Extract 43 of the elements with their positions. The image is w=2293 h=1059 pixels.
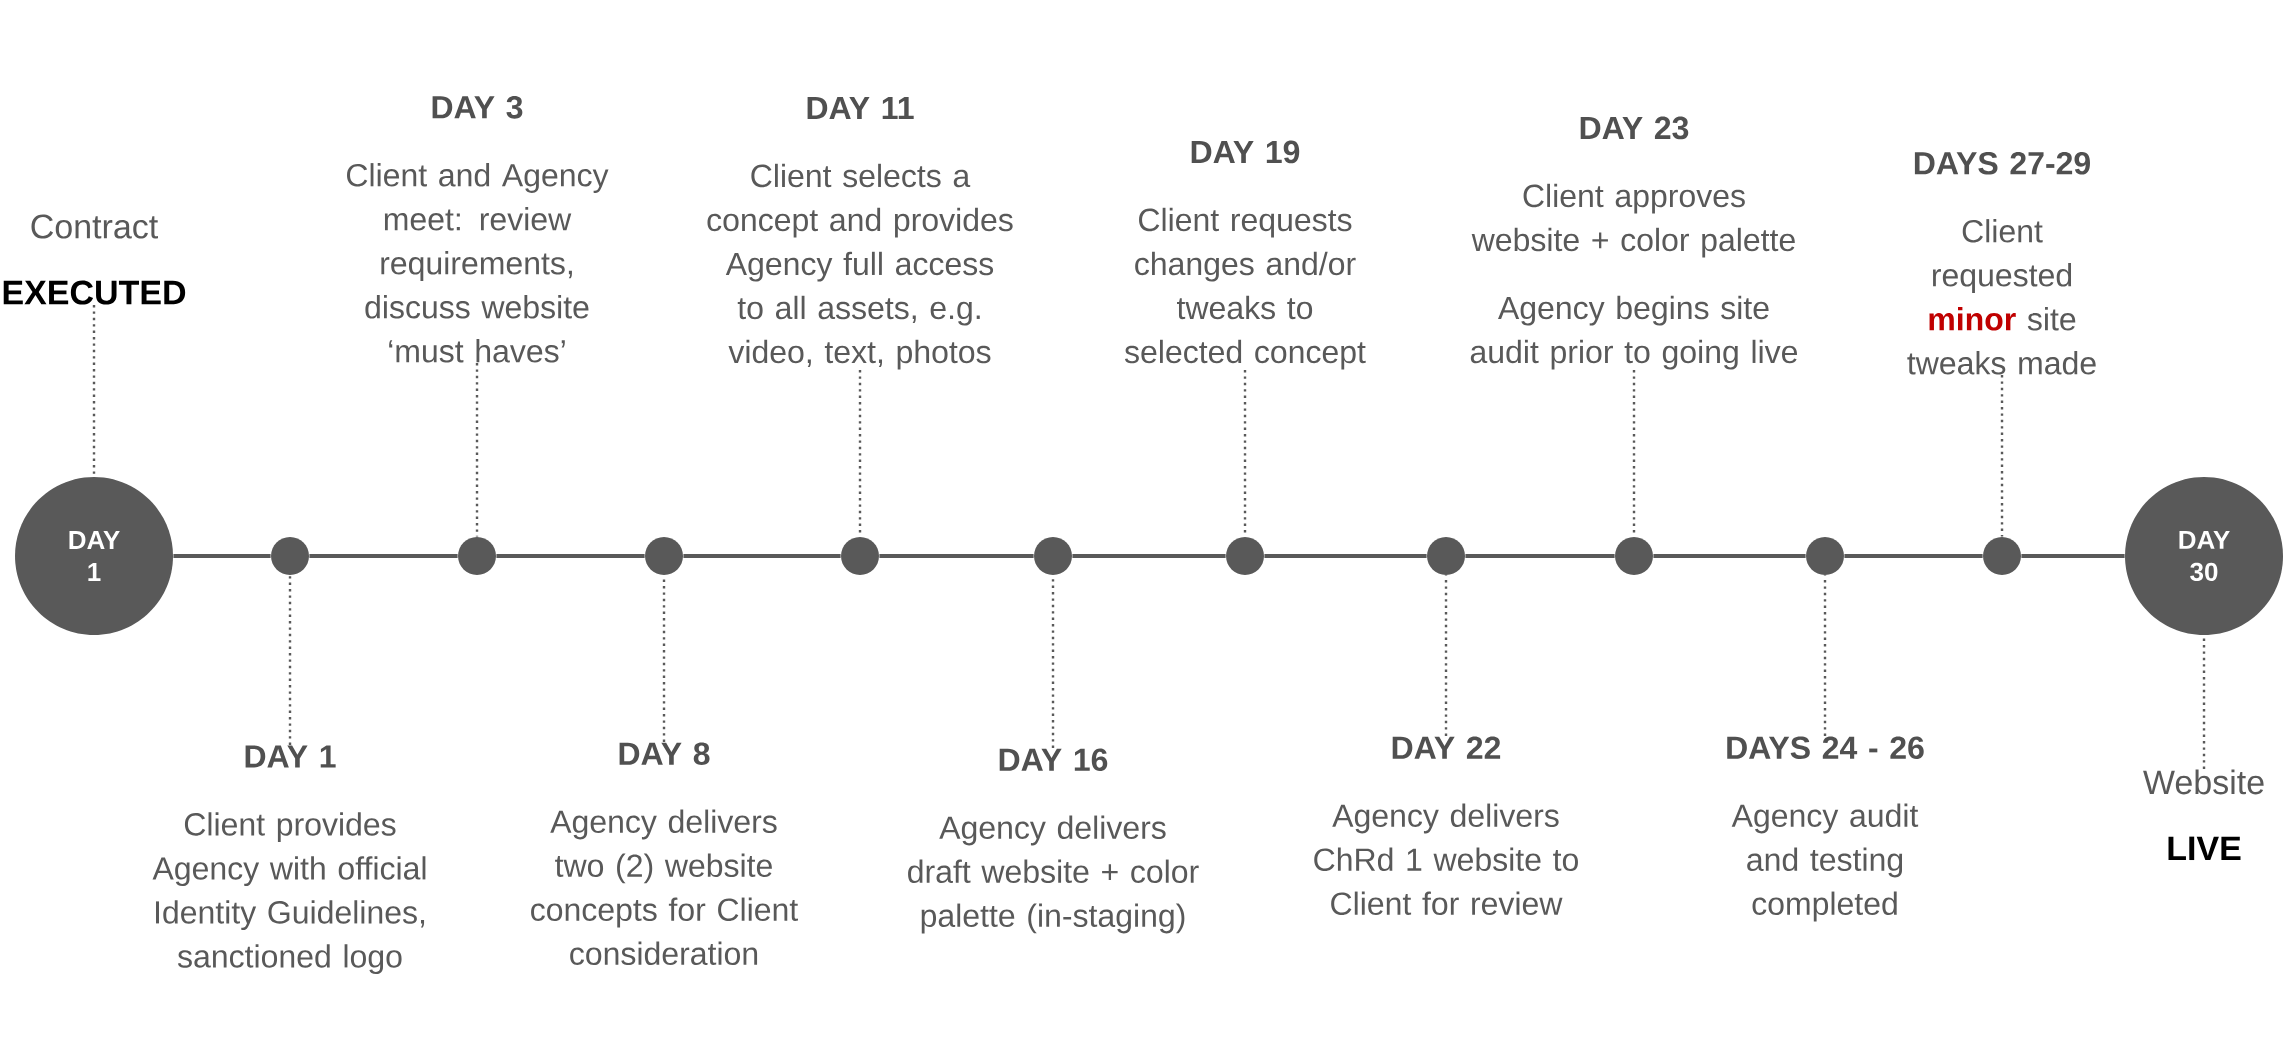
- timeline-dot: [1226, 537, 1264, 575]
- timeline-line: [2021, 554, 2125, 558]
- endpoint-label: Contract EXECUTED: [3, 214, 186, 305]
- timeline-dot: [1615, 537, 1653, 575]
- milestone-label: DAYS 27-29 Client requested minor site tweaks made: [1907, 151, 2096, 375]
- timeline-line: [1653, 554, 1806, 558]
- timeline-line: [309, 554, 458, 558]
- timeline-line: [173, 554, 271, 558]
- leader-line: [1632, 370, 1636, 537]
- timeline-line: [683, 554, 841, 558]
- milestone-label: DAY 22 Agency delivers ChRd 1 website to Client for review: [1314, 736, 1578, 916]
- timeline-line: [496, 554, 645, 558]
- milestone-label: DAY 1 Client provides Agency with official Identity Guidelines, sanctioned logo: [152, 745, 426, 975]
- timeline-dot: [645, 537, 683, 575]
- leader-line: [1823, 575, 1827, 736]
- leader-line: [475, 363, 479, 537]
- timeline-dot: [1034, 537, 1072, 575]
- timeline-dot: [1806, 537, 1844, 575]
- timeline-dot: [1983, 537, 2021, 575]
- timeline-line: [1264, 554, 1427, 558]
- timeline-line: [1465, 554, 1615, 558]
- milestone-label: DAY 8 Agency delivers two (2) website concepts for Client consideration: [531, 742, 798, 966]
- timeline-line: [1072, 554, 1226, 558]
- milestone-label: DAY 23 Client approves website + color palette Agency begins site audit prior to going live: [1470, 116, 1798, 370]
- milestone-label: DAY 16 Agency delivers draft website + color palette (in-staging): [908, 748, 1199, 934]
- leader-line: [1444, 575, 1448, 736]
- timeline-line: [1844, 554, 1983, 558]
- timeline-dot: [1427, 537, 1465, 575]
- leader-line: [92, 305, 96, 477]
- timeline-dot: [271, 537, 309, 575]
- leader-line: [288, 575, 292, 745]
- milestone-label: DAY 3 Client and Agency meet: review requirements, discuss website ‘must haves’: [347, 95, 609, 363]
- leader-line: [1243, 370, 1247, 537]
- leader-line: [662, 575, 666, 742]
- milestone-label: DAY 11 Client selects a concept and provides Agency full access to all assets, e.g. video, text, photos: [707, 96, 1013, 370]
- milestone-label: DAY 19 Client requests changes and/or tweaks to selected concept: [1124, 140, 1366, 370]
- leader-line: [2000, 375, 2004, 537]
- timeline-line: [879, 554, 1034, 558]
- endpoint-label: Website LIVE: [2143, 769, 2264, 861]
- leader-line: [858, 370, 862, 537]
- timeline-dot: [458, 537, 496, 575]
- milestone-label: DAYS 24 - 26 Agency audit and testing completed: [1727, 736, 1924, 922]
- timeline-dot: [841, 537, 879, 575]
